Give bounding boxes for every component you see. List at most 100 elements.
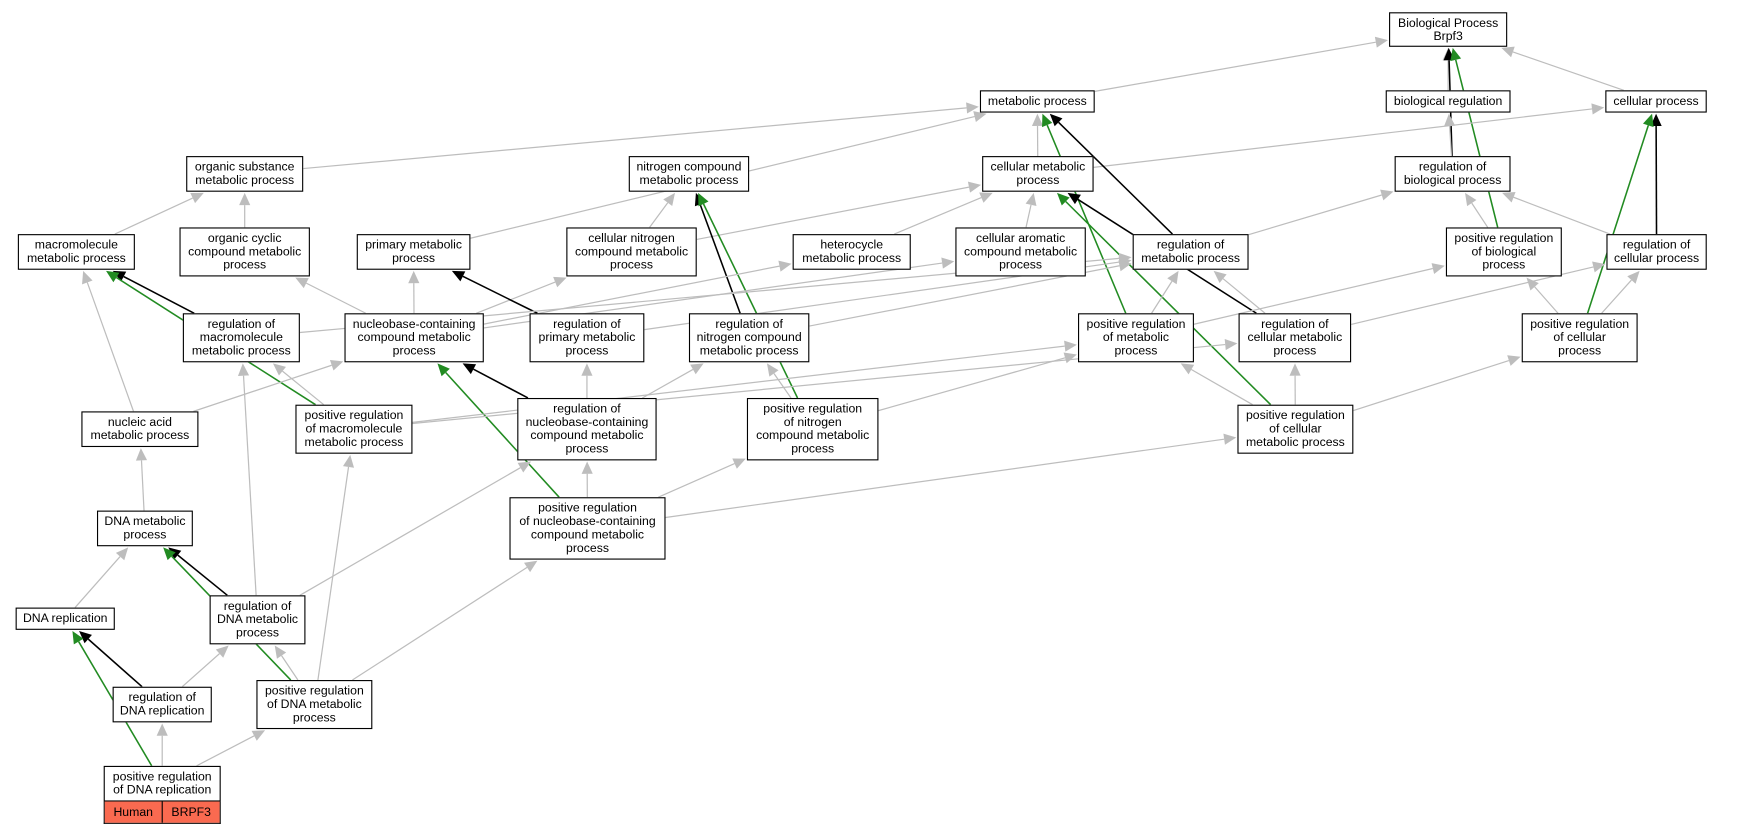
node-biological-process[interactable]: Biological Process Brpf3: [1389, 12, 1507, 47]
arrowhead-prbp-to-bp: [1450, 48, 1461, 61]
edge-cmp-to-cp: [1094, 109, 1592, 167]
node-positive-regulation-of-nitrogen-compound-metabolic-process[interactable]: positive regulation of nitrogen compound…: [747, 398, 879, 460]
arrowhead-pmp-to-mp: [973, 111, 986, 122]
arrowhead-prdnamp-to-rdnamp: [275, 645, 286, 658]
edge-rnbcmp-to-rncmp: [642, 369, 693, 398]
arrowhead-rmp-to-rbp: [1380, 190, 1393, 201]
node-positive-regulation-of-dna-metabolic-process[interactable]: positive regulation of DNA metabolic pro…: [256, 680, 372, 729]
edge-rdnamp-to-rmmp: [244, 376, 257, 596]
node-positive-regulation-of-macromolecule-metabolic-process[interactable]: positive regulation of macromolecule met…: [295, 405, 412, 454]
edge-cncmp-to-cmp: [697, 187, 969, 239]
arrowhead-osmp-to-mp: [966, 102, 979, 113]
arrowhead-rdnamp-to-rnbcmp: [518, 462, 531, 473]
node-cellular-nitrogen-compound-metabolic-process[interactable]: cellular nitrogen compound metabolic pro…: [566, 227, 696, 276]
arrowhead-prdnamp-to-prmmp: [343, 455, 354, 468]
badge-taxon: Human: [105, 802, 162, 823]
arrowhead-prnbcmp-to-rnbcmp: [582, 462, 593, 474]
badge-gene: BRPF3: [162, 802, 220, 823]
node-positive-regulation-of-cellular-metabolic-process[interactable]: positive regulation of cellular metaboli…: [1237, 405, 1353, 454]
edge-prcmp-to-prcp: [1353, 361, 1509, 411]
arrowhead-cp-to-bp: [1501, 47, 1514, 58]
arrowhead-prmmp-to-rcmp: [1225, 339, 1238, 350]
edge-prdnamp-to-prnbcmp: [352, 567, 527, 680]
node-positive-regulation-of-nucleobase-containing-compound-metabolic-process[interactable]: positive regulation of nucleobase-contai…: [509, 497, 665, 559]
arrowhead-dnamp-to-namp: [136, 448, 147, 461]
node-positive-regulation-of-cellular-process[interactable]: positive regulation of cellular process: [1522, 313, 1638, 362]
node-dna-metabolic-process[interactable]: DNA metabolic process: [97, 511, 193, 547]
node-nucleobase-containing-compound-metabolic-process[interactable]: nucleobase-containing compound metabolic…: [344, 313, 483, 362]
arrowhead-nbcmp-to-pmp: [408, 271, 419, 283]
arrowhead-cmp-to-mp: [1032, 114, 1043, 126]
node-regulation-of-dna-replication[interactable]: regulation of DNA replication: [113, 687, 212, 723]
node-positive-regulation-of-dna-replication[interactable]: positive regulation of DNA replication: [104, 766, 221, 802]
node-nucleic-acid-metabolic-process[interactable]: nucleic acid metabolic process: [81, 411, 198, 447]
arrowhead-prcp-to-cp: [1643, 114, 1654, 127]
node-cellular-metabolic-process[interactable]: cellular metabolic process: [982, 156, 1093, 192]
arrowhead-cncmp-to-ncmp: [663, 193, 675, 206]
node-organic-substance-metabolic-process[interactable]: organic substance metabolic process: [186, 156, 303, 192]
arrowhead-cmp-to-cp: [1591, 103, 1604, 114]
arrowhead-mp-to-bp: [1375, 37, 1388, 48]
edge-rmp-to-rbp: [1249, 195, 1382, 235]
arrowhead-namp-to-mmp: [82, 271, 92, 284]
node-metabolic-process[interactable]: metabolic process: [980, 90, 1095, 112]
node-macromolecule-metabolic-process[interactable]: macromolecule metabolic process: [18, 234, 135, 270]
edge-prmp-to-mp: [1047, 125, 1126, 313]
edge-prdnar-to-prdnamp: [196, 736, 254, 766]
node-dna-replication[interactable]: DNA replication: [16, 608, 115, 630]
node-regulation-of-cellular-metabolic-process[interactable]: regulation of cellular metabolic process: [1239, 313, 1352, 362]
arrowhead-rcmp-to-rmp: [1214, 271, 1227, 283]
arrowhead-prncmp-to-prmp: [1064, 352, 1077, 363]
edge-namp-to-mmp: [87, 282, 133, 411]
arrowhead-rnbcmp-to-rncmp: [690, 363, 703, 374]
edge-rdnar-to-dnar: [88, 639, 142, 687]
arrowhead-nbcmp-to-cacmp: [941, 258, 954, 269]
node-regulation-of-dna-metabolic-process[interactable]: regulation of DNA metabolic process: [210, 595, 306, 644]
edge-prncmp-to-rncmp: [774, 373, 791, 397]
edge-prbp-to-rbp: [1472, 203, 1488, 227]
node-positive-regulation-of-metabolic-process[interactable]: positive regulation of metabolic process: [1078, 313, 1194, 362]
arrowhead-prmp-to-prbp: [1432, 263, 1445, 274]
node-positive-regulation-of-biological-process[interactable]: positive regulation of biological proces…: [1446, 227, 1562, 276]
node-regulation-of-cellular-process[interactable]: regulation of cellular process: [1606, 234, 1706, 270]
node-biological-regulation[interactable]: biological regulation: [1386, 90, 1511, 112]
arrowhead-prnbcmp-to-prcmp: [1223, 434, 1236, 445]
node-cellular-process[interactable]: cellular process: [1605, 90, 1706, 112]
edge-cp-to-bp: [1513, 52, 1624, 90]
arrowhead-prdnar-to-rdnar: [157, 724, 168, 736]
arrowhead-rcp-to-rbp: [1502, 192, 1515, 202]
edge-prcp-to-cp: [1588, 125, 1649, 313]
node-regulation-of-metabolic-process[interactable]: regulation of metabolic process: [1133, 234, 1249, 270]
arrowhead-cacmp-to-cmp: [1026, 193, 1037, 206]
node-nitrogen-compound-metabolic-process[interactable]: nitrogen compound metabolic process: [629, 156, 749, 192]
edge-dnar-to-dnamp: [75, 557, 120, 608]
node-primary-metabolic-process[interactable]: primary metabolic process: [357, 234, 471, 270]
edge-prnbcmp-to-prncmp: [658, 464, 734, 498]
edge-prbp-to-bp: [1456, 60, 1498, 228]
edge-rnbcmp-to-nbcmp: [473, 369, 527, 398]
edge-rmmp-to-mmp: [124, 277, 195, 314]
edge-nbcmp-to-cncmp: [476, 282, 555, 313]
node-regulation-of-nucleobase-containing-compound-metabolic-process[interactable]: regulation of nucleobase-containing comp…: [517, 398, 656, 460]
arrowhead-rdnamp-to-rmmp: [238, 363, 249, 376]
arrowhead-prmp-to-rmp: [1167, 271, 1178, 284]
node-regulation-of-macromolecule-metabolic-process[interactable]: regulation of macromolecule metabolic pr…: [183, 313, 300, 362]
node-regulation-of-biological-process[interactable]: regulation of biological process: [1395, 156, 1511, 192]
node-regulation-of-nitrogen-compound-metabolic-process[interactable]: regulation of nitrogen compound metaboli…: [689, 313, 809, 362]
arrowhead-prncmp-to-rncmp: [767, 363, 779, 376]
arrowhead-prbp-to-rbp: [1465, 193, 1476, 206]
node-cellular-aromatic-compound-metabolic-process[interactable]: cellular aromatic compound metabolic pro…: [955, 227, 1085, 276]
edge-dnamp-to-namp: [141, 460, 144, 510]
edge-mp-to-bp: [1095, 42, 1376, 91]
node-heterocycle-metabolic-process[interactable]: heterocycle metabolic process: [793, 234, 911, 270]
edge-prdnamp-to-prmmp: [318, 467, 349, 680]
edge-prncmp-to-ncmp: [703, 204, 797, 398]
arrowhead-prdnamp-to-prnbcmp: [524, 561, 537, 572]
arrowhead-nbcmp-to-hmp: [778, 261, 791, 272]
edge-prmp-to-rmp: [1152, 281, 1172, 313]
node-organic-cyclic-compound-metabolic-process[interactable]: organic cyclic compound metabolic proces…: [179, 227, 309, 276]
arrowhead-rbp-to-breg: [1444, 114, 1455, 127]
node-regulation-of-primary-metabolic-process[interactable]: regulation of primary metabolic process: [530, 313, 645, 362]
edge-prncmp-to-prmp: [878, 358, 1065, 411]
